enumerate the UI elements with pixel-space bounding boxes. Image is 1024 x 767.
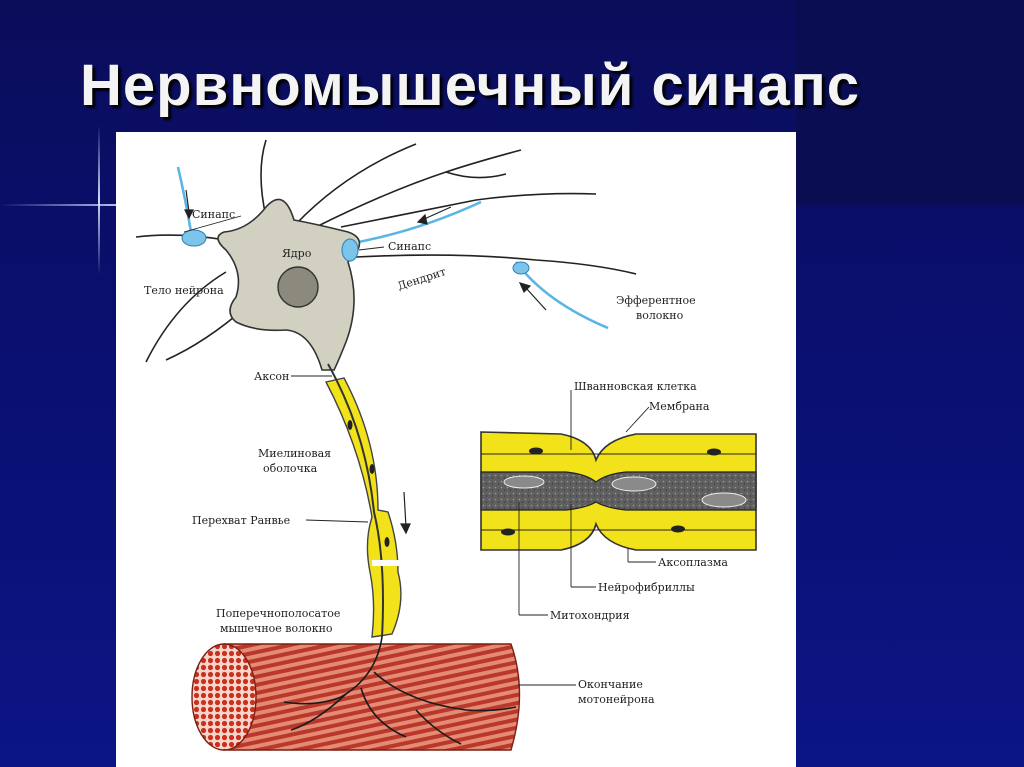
label-myelin-1: Миелиновая xyxy=(258,447,331,460)
node-of-ranvier-gap xyxy=(372,560,400,566)
label-schwann: Шванновская клетка xyxy=(574,380,697,393)
label-neuron-body: Тело нейрона xyxy=(144,284,224,297)
synaptic-knob-efferent xyxy=(512,261,530,275)
label-muscle-2: мышечное волокно xyxy=(220,622,333,635)
decorative-light-line-vertical xyxy=(98,125,100,275)
diagram-figure: Синапс Ядро Синапс Тело нейрона Дендрит … xyxy=(116,132,796,767)
synaptic-knob-right xyxy=(341,238,359,262)
label-synapse-left: Синапс xyxy=(192,208,235,221)
label-ending-2: мотонейрона xyxy=(578,693,655,706)
slide-title: Нервномышечный синапс xyxy=(80,53,861,118)
muscle-fiber xyxy=(191,643,521,751)
axon-myelin-sheath xyxy=(324,377,402,638)
diagram-labels: Синапс Ядро Синапс Тело нейрона Дендрит … xyxy=(144,208,728,706)
motor-neuron-ending xyxy=(283,636,517,745)
neuromuscular-synapse-diagram: Синапс Ядро Синапс Тело нейрона Дендрит … xyxy=(135,139,757,751)
header-band xyxy=(796,0,1024,205)
axon xyxy=(327,363,384,638)
label-axoplasm: Аксоплазма xyxy=(658,556,728,569)
label-ranvier: Перехват Ранвье xyxy=(192,514,290,527)
label-membrane: Мембрана xyxy=(649,400,710,413)
label-efferent-2: волокно xyxy=(636,309,684,322)
label-myelin-2: оболочка xyxy=(263,462,318,475)
fiber-section-detail xyxy=(480,431,757,551)
label-mitochondria: Митохондрия xyxy=(550,609,630,622)
label-muscle-1: Поперечнополосатое xyxy=(216,607,340,620)
nucleus xyxy=(277,266,319,308)
schwann-nuclei xyxy=(347,420,390,547)
label-synapse-right: Синапс xyxy=(388,240,431,253)
label-nucleus: Ядро xyxy=(282,247,312,260)
mitochondria xyxy=(503,475,747,508)
synaptic-knob-left xyxy=(181,229,207,247)
direction-arrows xyxy=(184,189,547,535)
label-ending-1: Окончание xyxy=(578,678,643,691)
decorative-light-line xyxy=(0,204,116,206)
dendrites xyxy=(135,139,637,363)
label-axon: Аксон xyxy=(254,370,289,383)
label-efferent-1: Эфферентное xyxy=(616,294,696,307)
label-dendrite: Дендрит xyxy=(396,265,448,293)
label-neurofibrils: Нейрофибриллы xyxy=(598,581,695,594)
leader-lines xyxy=(183,215,656,686)
